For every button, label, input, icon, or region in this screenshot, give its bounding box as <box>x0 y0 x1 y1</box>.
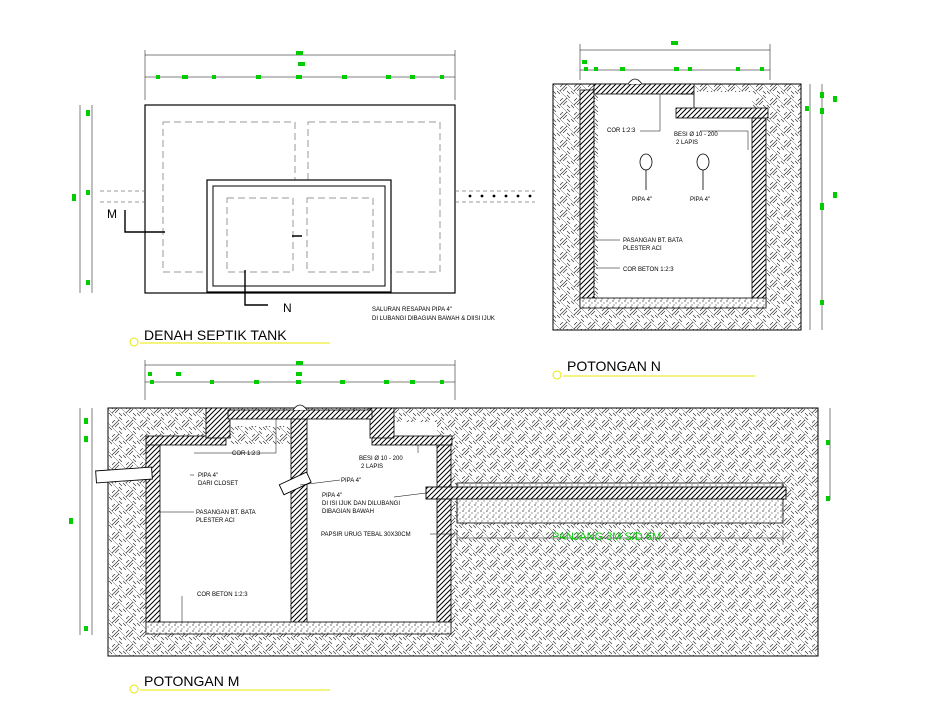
section-m-slab-right <box>371 435 453 446</box>
section-m-pipe-mid <box>278 471 312 496</box>
section-n-chamber <box>598 92 752 306</box>
plan-pipes <box>100 190 535 203</box>
section-m-length-dim <box>456 530 784 545</box>
section-m-pipa-ijuk-line2: DI ISI IJUK DAN DILUBANGI <box>322 501 400 507</box>
section-n-leaders <box>592 94 749 269</box>
section-m-cor-label: COR 1:2:3 <box>232 451 261 457</box>
section-m-pipe-closet <box>95 466 153 484</box>
section-n-pasangan-line1: PASANGAN BT. BATA <box>623 238 683 244</box>
section-m-length-label: PANJANG 3M S/D 6M <box>552 531 661 543</box>
section-n-dim-markers <box>582 41 837 305</box>
plan-note-line1: SALURAN RESAPAN PIPA 4" <box>372 307 452 313</box>
section-n-pasangan-line2: PLESTER ACI <box>623 246 662 252</box>
section-n-pipe-left <box>639 153 653 190</box>
section-n-title: POTONGAN N <box>567 358 661 374</box>
section-m-cover-slab <box>227 409 373 420</box>
plan-cover-chambers <box>226 197 374 273</box>
section-m-pasir-label: PAPSIR URUG TEBAL 30X30CM <box>321 532 411 538</box>
section-n-besi-line2: 2 LAPIS <box>676 140 698 146</box>
section-n-floor-slab <box>579 297 767 309</box>
plan-view: M N SALURAN RESAPAN PIPA 4" DI LUBANGI D… <box>72 50 535 347</box>
title-marker-icon <box>552 370 562 380</box>
plan-pipe-dots <box>468 194 532 198</box>
section-m-chamber-right <box>307 422 437 622</box>
section-m-pipa-closet-line2: DARI CLOSET <box>198 481 238 487</box>
section-m-cor-beton-label: COR BETON 1:2:3 <box>197 592 248 598</box>
section-m-pipe-ijuk <box>425 486 787 500</box>
section-n-pipa-right-label: PIPA 4" <box>690 197 710 203</box>
section-m-handle <box>292 404 308 411</box>
section-m-besi-line1: BESI Ø 10 - 200 <box>359 456 403 462</box>
title-marker-icon <box>129 337 139 347</box>
section-m-pipa-ijuk-line3: DIBAGIAN BAWAH <box>322 509 374 515</box>
section-marker-m: M <box>107 207 117 221</box>
section-n-cor-beton-label: COR BETON 1:2:3 <box>623 267 674 273</box>
section-n-pipe-right <box>696 153 710 190</box>
section-n-besi-line1: BESI Ø 10 - 200 <box>674 132 718 138</box>
section-m-view: PANJANG 3M S/D 6M COR 1:2:3 BESI Ø 10 - … <box>69 360 831 694</box>
section-n-top-slab <box>593 83 695 95</box>
title-marker-icon <box>129 684 139 694</box>
section-m-leaders <box>158 419 457 622</box>
section-n-cor-label: COR 1:2:3 <box>607 128 636 134</box>
section-n-handle <box>627 78 643 85</box>
section-m-pipa-ijuk-line1: PIPA 4" <box>322 493 342 499</box>
plan-title: DENAH SEPTIK TANK <box>144 327 287 343</box>
section-m-chamber-left <box>160 444 290 622</box>
section-n-wall-right <box>751 117 767 307</box>
section-marker-n: N <box>283 301 292 315</box>
section-m-wall-middle <box>290 415 308 625</box>
section-m-pasangan-line1: PASANGAN BT. BATA <box>196 510 256 516</box>
section-m-title: POTONGAN M <box>144 673 239 689</box>
section-n-view: COR 1:2:3 BESI Ø 10 - 200 2 LAPIS PIPA 4… <box>552 41 837 380</box>
section-m-pipa-closet-line1: PIPA 4" <box>198 473 218 479</box>
plan-note-line2: DI LUBANGI DIBAGIAN BAWAH & DIISI IJUK <box>372 316 495 322</box>
section-m-pipa-mid-label: PIPA 4" <box>341 478 361 484</box>
section-n-wall-left <box>579 89 595 307</box>
section-m-besi-line2: 2 LAPIS <box>361 464 383 470</box>
section-m-slab-left <box>145 435 227 446</box>
section-n-cover-slab <box>675 107 769 119</box>
section-n-pipa-left-label: PIPA 4" <box>632 197 652 203</box>
section-m-pasangan-line2: PLESTER ACI <box>196 518 235 524</box>
section-m-floor-slab <box>145 621 452 635</box>
section-m-dim-markers <box>69 361 830 631</box>
